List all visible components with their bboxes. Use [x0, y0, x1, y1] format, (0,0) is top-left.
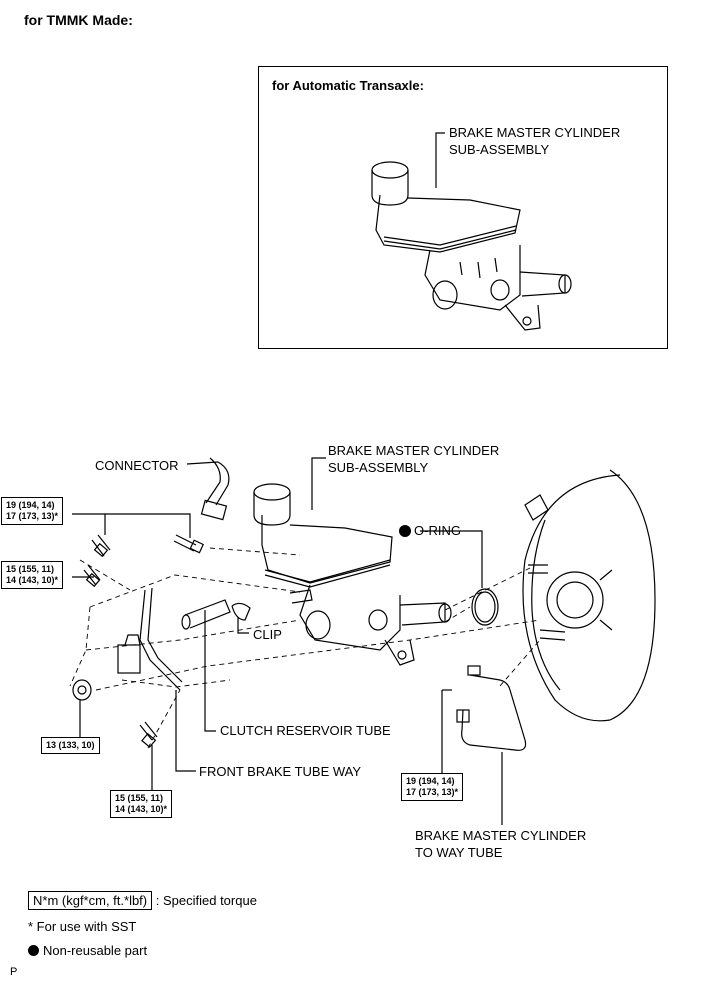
legend-torque-unit-box: N*m (kgf*cm, ft.*lbf) — [28, 891, 153, 910]
torque-value-line1: 15 (155, 11) — [115, 793, 164, 803]
clip-drawing — [231, 602, 251, 634]
torque-value-line2: 14 (143, 10)* — [115, 804, 168, 814]
non-reusable-dot-icon — [399, 525, 411, 537]
legend-torque: N*m (kgf*cm, ft.*lbf) : Specified torque — [28, 891, 257, 910]
to-way-tube-label-line2: TO WAY TUBE — [415, 845, 503, 860]
torque-spec-left-fitting: 15 (155, 11) 14 (143, 10)* — [1, 561, 64, 589]
master-cylinder-label-line2: SUB-ASSEMBLY — [328, 460, 429, 475]
main-master-cylinder-drawing — [253, 457, 452, 666]
clutch-reservoir-tube-label: CLUTCH RESERVOIR TUBE — [220, 723, 391, 738]
torque-spec-connector-fitting: 19 (194, 14) 17 (173, 13)* — [1, 497, 64, 525]
torque-spec-bottom-fitting: 15 (155, 11) 14 (143, 10)* — [110, 790, 173, 818]
inset-master-cylinder-label-line2: SUB-ASSEMBLY — [449, 142, 550, 157]
torque-value-line2: 17 (173, 13)* — [406, 787, 459, 797]
torque-value-line1: 15 (155, 11) — [6, 564, 55, 574]
torque-value-line1: 19 (194, 14) — [6, 500, 55, 510]
inset-title: for Automatic Transaxle: — [272, 78, 424, 93]
brake-booster-drawing — [522, 469, 656, 722]
front-brake-tube-way-label: FRONT BRAKE TUBE WAY — [199, 764, 362, 779]
o-ring-drawing — [420, 530, 499, 626]
legend-sst-note: * For use with SST — [28, 919, 137, 934]
torque-value-line2: 14 (143, 10)* — [6, 575, 59, 585]
torque-value-line1: 19 (194, 14) — [406, 776, 455, 786]
connector-label: CONNECTOR — [95, 458, 179, 473]
torque-spec-nut: 13 (133, 10) — [41, 737, 100, 754]
clutch-reservoir-tube-drawing — [181, 599, 231, 732]
filled-circle-icon — [28, 945, 39, 956]
to-way-tube-label-line1: BRAKE MASTER CYLINDER — [415, 828, 587, 843]
legend-torque-desc: : Specified torque — [155, 893, 257, 908]
legend-non-reusable-text: Non-reusable part — [43, 943, 148, 958]
torque-value-line1: 13 (133, 10) — [46, 740, 95, 750]
inset-master-cylinder-drawing — [371, 132, 572, 331]
automatic-transaxle-inset — [258, 66, 668, 349]
inset-master-cylinder-label-line1: BRAKE MASTER CYLINDER — [449, 125, 621, 140]
clip-label: CLIP — [253, 627, 282, 642]
page-title: for TMMK Made: — [24, 12, 133, 28]
footer-code: P — [10, 966, 18, 978]
to-way-tube-drawing — [442, 665, 527, 825]
left-fittings-drawing — [72, 534, 205, 748]
o-ring-label: O-RING — [414, 523, 461, 538]
legend-non-reusable: Non-reusable part — [28, 942, 147, 959]
master-cylinder-label-line1: BRAKE MASTER CYLINDER — [328, 443, 500, 458]
torque-spec-to-way-tube: 19 (194, 14) 17 (173, 13)* — [401, 773, 464, 801]
torque-value-line2: 17 (173, 13)* — [6, 511, 59, 521]
connector-drawing — [186, 457, 230, 521]
